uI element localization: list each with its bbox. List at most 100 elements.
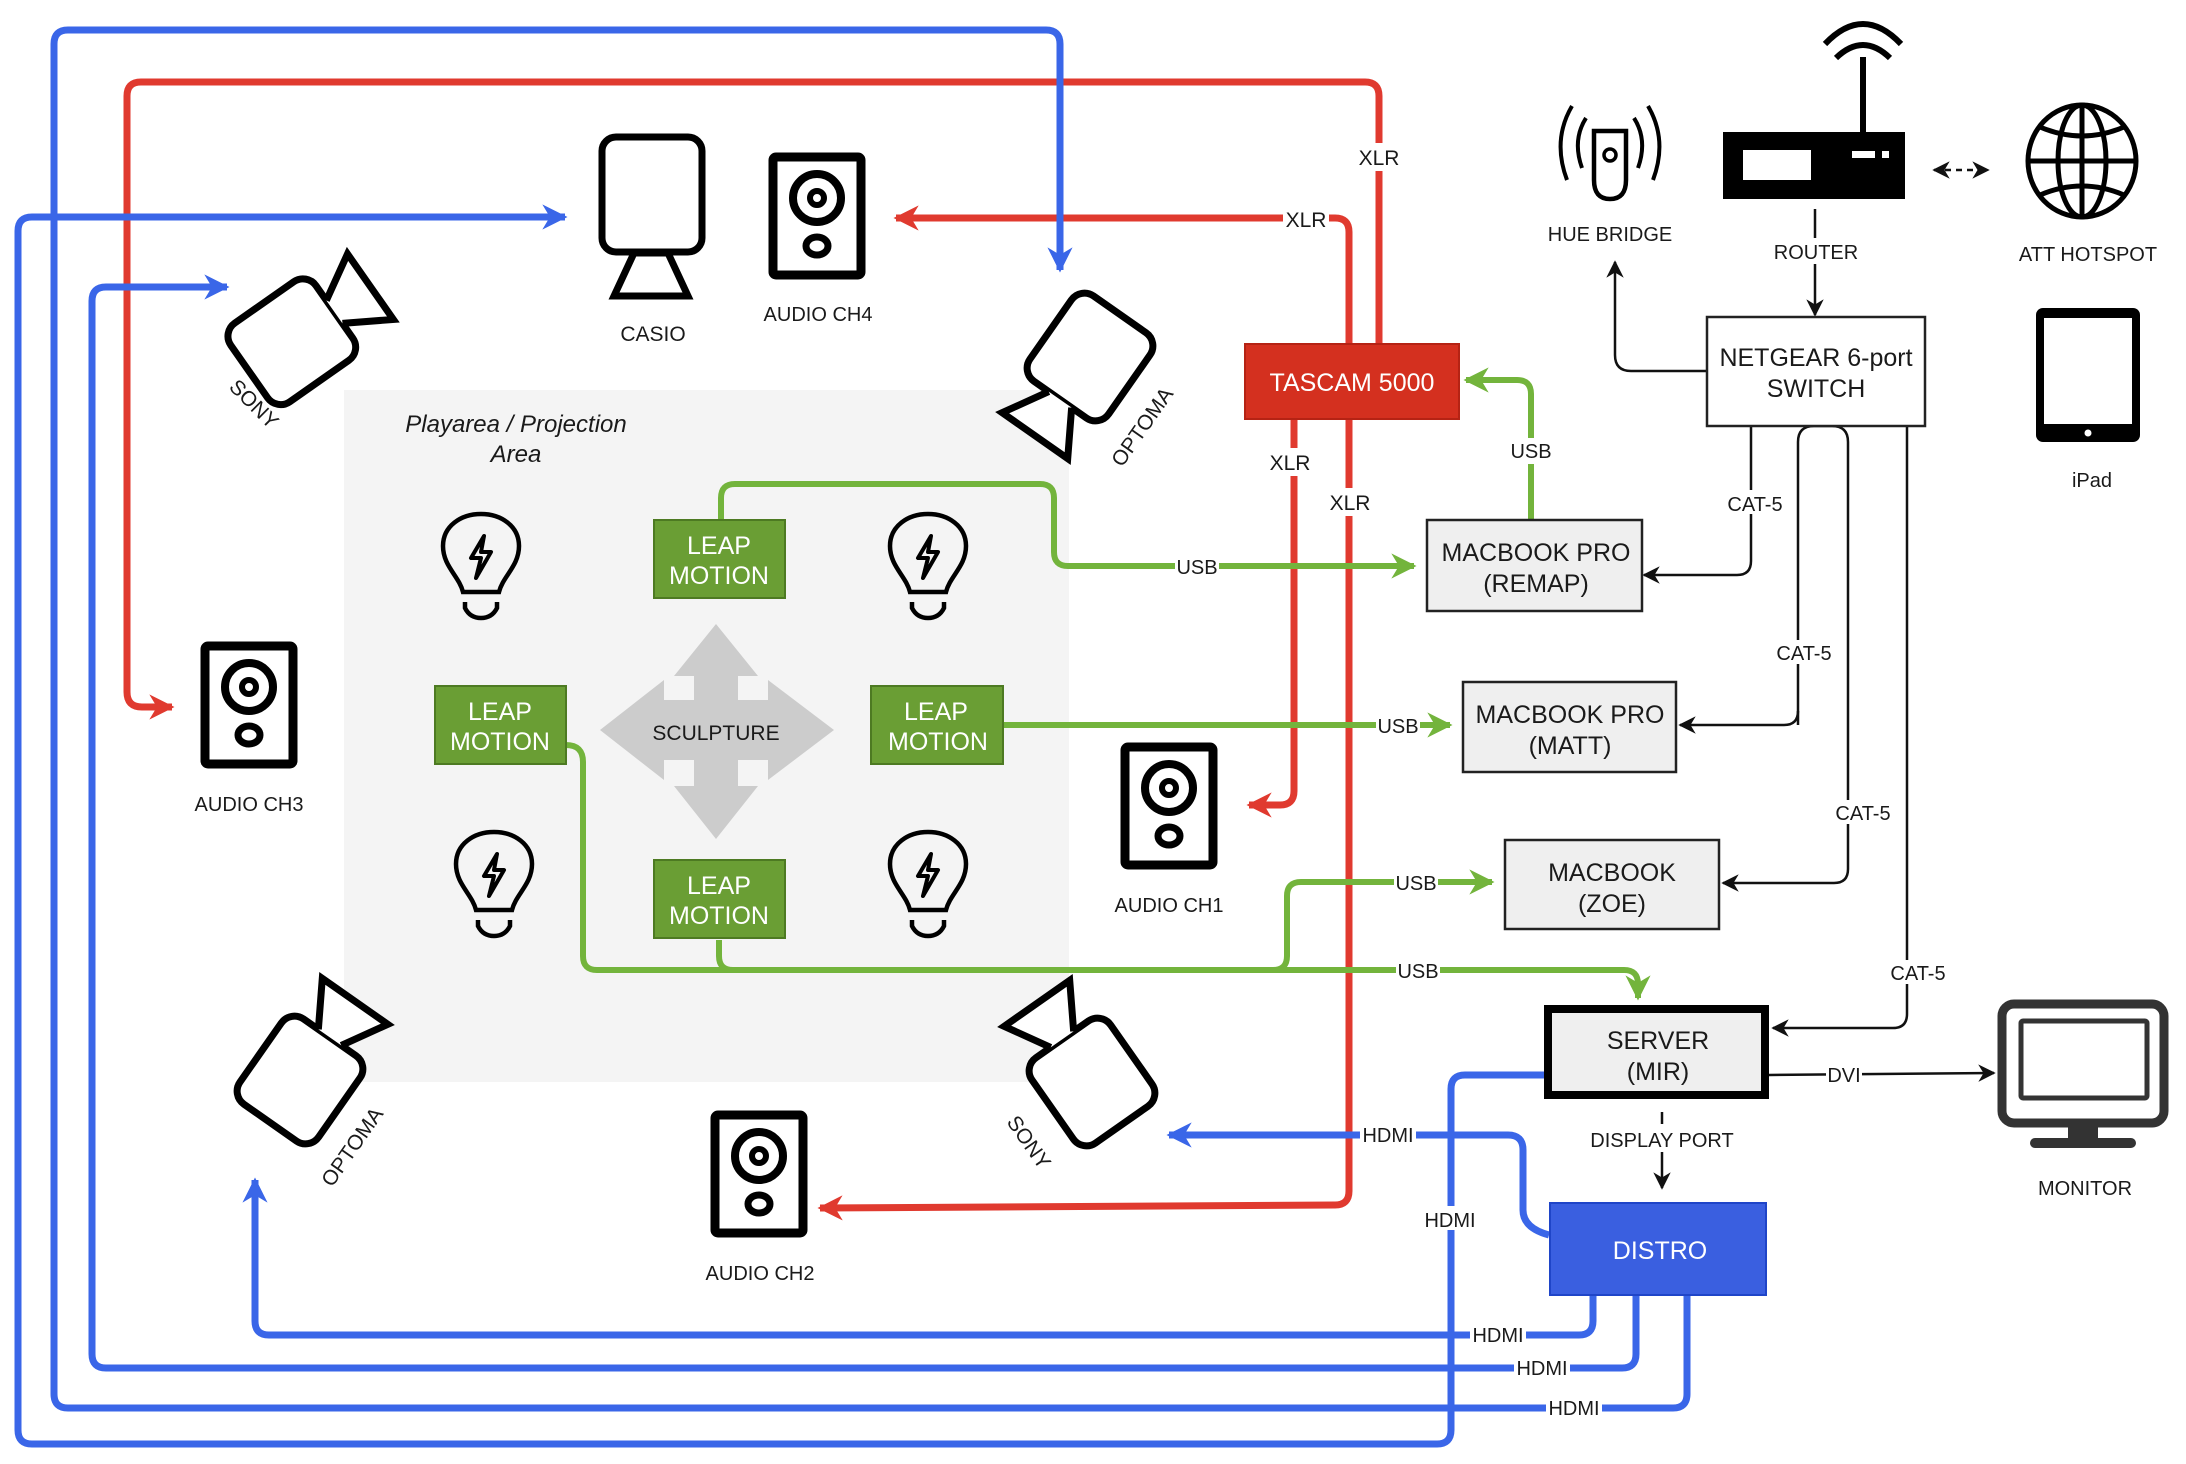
xlr-label: XLR: [1359, 147, 1400, 170]
hotspot-label: ATT HOTSPOT: [2019, 244, 2157, 266]
zoe-label-line1: MACBOOK: [1548, 859, 1676, 887]
usb-label: USB: [1510, 441, 1551, 463]
play-area-title-line2: Area: [489, 441, 542, 468]
switch-label-line2: SWITCH: [1767, 375, 1866, 403]
switch-label-line1: NETGEAR 6-port: [1719, 344, 1912, 372]
dvi-cable: [1768, 1064, 1996, 1082]
xlr-cable-ch2: [817, 419, 1353, 1221]
monitor-label: MONITOR: [2038, 1178, 2132, 1200]
leap-label-line1: LEAP: [468, 698, 532, 726]
leap-label-line2: MOTION: [669, 562, 769, 590]
xlr-label: XLR: [1330, 492, 1371, 515]
play-area-title-line1: Playarea / Projection: [405, 411, 626, 438]
sony-label: SONY: [1002, 1112, 1055, 1174]
hdmi-cable-sony-br: [1166, 1122, 1551, 1239]
hdmi-label: HDMI: [1548, 1398, 1599, 1420]
projector-stand-icon: [608, 249, 694, 300]
sculpture[interactable]: SCULPTURE: [600, 624, 834, 839]
xlr-cable-ch1: [1246, 419, 1298, 818]
xlr-cable-ch4: [893, 205, 1353, 344]
cat5-label: CAT-5: [1727, 494, 1782, 516]
macbook-pro-matt[interactable]: MACBOOK PRO (MATT): [1461, 680, 1678, 774]
hdmi-label: HDMI: [1424, 1210, 1475, 1232]
router[interactable]: ROUTER: [1723, 21, 1905, 264]
cat5-label: CAT-5: [1835, 803, 1890, 825]
usb-cable-tascam: [1463, 367, 1534, 520]
leap-motion-right[interactable]: LEAP MOTION: [870, 685, 1004, 765]
monitor[interactable]: MONITOR: [1997, 999, 2169, 1200]
hdmi-cable-sony-tl: [88, 274, 1640, 1372]
audio-ch2-label: AUDIO CH2: [706, 1263, 815, 1285]
zoe-label-line2: (ZOE): [1578, 890, 1646, 918]
leap-label-line1: LEAP: [687, 872, 751, 900]
hdmi-label: HDMI: [1472, 1325, 1523, 1347]
hue-bridge-icon: [1591, 128, 1629, 202]
speaker-audio-ch1[interactable]: AUDIO CH1: [1115, 747, 1224, 917]
router-label: ROUTER: [1774, 242, 1858, 264]
speaker-icon: [773, 157, 861, 275]
leap-label-line1: LEAP: [904, 698, 968, 726]
matt-label-line1: MACBOOK PRO: [1476, 701, 1665, 729]
netgear-switch[interactable]: NETGEAR 6-port SWITCH: [1705, 315, 1927, 428]
speaker-icon: [1125, 747, 1213, 865]
sculpture-label: SCULPTURE: [652, 722, 779, 745]
remap-label-line2: (REMAP): [1483, 570, 1589, 598]
dvi-label: DVI: [1827, 1065, 1860, 1087]
usb-cable-leap-bottom: [716, 869, 1495, 973]
leap-label-line2: MOTION: [450, 728, 550, 756]
audio-ch1-label: AUDIO CH1: [1115, 895, 1224, 917]
hdmi-label: HDMI: [1362, 1125, 1413, 1147]
speaker-icon: [715, 1115, 803, 1233]
casio-label: CASIO: [620, 323, 685, 346]
xlr-label: XLR: [1286, 209, 1327, 232]
cat5-cable-remap: [1642, 426, 1753, 584]
usb-label: USB: [1397, 961, 1438, 983]
hue-bridge-label: HUE BRIDGE: [1548, 224, 1672, 246]
usb-label: USB: [1377, 716, 1418, 738]
tascam-label: TASCAM 5000: [1270, 369, 1435, 397]
four-way-arrow-icon: [600, 624, 834, 839]
hdmi-distro[interactable]: DISTRO: [1549, 1202, 1767, 1296]
ethernet-cable-hue: [1606, 260, 1706, 373]
casio-projector[interactable]: CASIO: [598, 133, 706, 346]
hue-bridge[interactable]: HUE BRIDGE: [1548, 104, 1672, 246]
matt-label-line2: (MATT): [1529, 732, 1612, 760]
antenna-icon: [1860, 57, 1866, 133]
xlr-cable-ch3: [123, 78, 1383, 720]
hdmi-cable-optoma-bl: [242, 1177, 1597, 1339]
att-hotspot[interactable]: ATT HOTSPOT: [2019, 102, 2157, 266]
speaker-icon: [205, 646, 293, 764]
tascam-5000[interactable]: TASCAM 5000: [1244, 343, 1460, 420]
usb-label: USB: [1176, 557, 1217, 579]
usb-cable-leap-left: [565, 742, 1651, 1001]
audio-ch3-label: AUDIO CH3: [195, 794, 304, 816]
speaker-audio-ch4[interactable]: AUDIO CH4: [764, 157, 873, 326]
leap-motion-left[interactable]: LEAP MOTION: [434, 685, 567, 765]
leap-label-line2: MOTION: [669, 902, 769, 930]
ipad-label: iPad: [2072, 470, 2112, 492]
usb-label: USB: [1395, 873, 1436, 895]
display-port-label: DISPLAY PORT: [1590, 1130, 1733, 1152]
hdmi-cable-optoma-tr: [50, 26, 1691, 1412]
xlr-label: XLR: [1270, 452, 1311, 475]
wifi-icon: [1833, 42, 1893, 61]
cable-labels: XLR XLR XLR XLR USB USB USB USB USB CAT-…: [1175, 143, 1948, 1420]
ipad[interactable]: iPad: [2036, 308, 2140, 492]
server-mir[interactable]: SERVER (MIR): [1544, 1005, 1769, 1099]
hdmi-cable-casio: [14, 204, 1544, 1448]
cat5-cable-zoe: [1721, 424, 1850, 892]
leap-motion-top[interactable]: LEAP MOTION: [653, 519, 786, 599]
audio-ch4-label: AUDIO CH4: [764, 304, 873, 326]
cat5-cable-matt: [1678, 710, 1800, 734]
leap-label-line2: MOTION: [888, 728, 988, 756]
distro-label: DISTRO: [1613, 1237, 1707, 1265]
macbook-zoe[interactable]: MACBOOK (ZOE): [1503, 838, 1721, 931]
speaker-audio-ch3[interactable]: AUDIO CH3: [195, 646, 304, 816]
leap-motion-bottom[interactable]: LEAP MOTION: [653, 859, 786, 939]
cat5-cable-server: [1771, 426, 1909, 1037]
speaker-audio-ch2[interactable]: AUDIO CH2: [706, 1115, 815, 1285]
globe-icon: [2025, 102, 2139, 220]
macbook-pro-remap[interactable]: MACBOOK PRO (REMAP): [1425, 518, 1644, 613]
cat5-label: CAT-5: [1890, 963, 1945, 985]
